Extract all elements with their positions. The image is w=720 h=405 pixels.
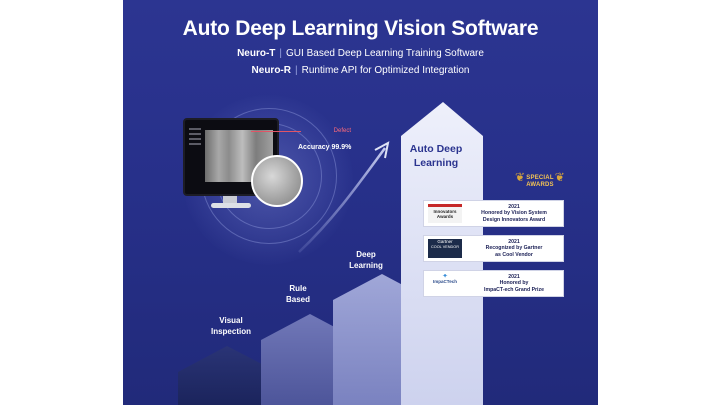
impactech-logo: ✦ImpaCTech [428, 274, 462, 293]
laurel-right-icon: ❦ [554, 170, 565, 184]
infographic-panel: Auto Deep Learning Vision Software Neuro… [123, 0, 598, 405]
neuro-t-name: Neuro-T [237, 48, 276, 59]
growth-arrowhead [374, 141, 390, 159]
magnifier-zoom [251, 155, 303, 207]
neuro-r-line: Neuro-R|Runtime API for Optimized Integr… [123, 65, 598, 76]
defect-label: Defect [333, 128, 351, 134]
monitor-stand [223, 196, 237, 204]
defect-pointer-line [251, 131, 301, 132]
accuracy-label: Accuracy 99.9% [298, 144, 352, 151]
impactech-mark-icon: ✦ [442, 274, 448, 280]
separator: | [279, 48, 283, 59]
software-sidebar [189, 128, 201, 148]
monitor-base [211, 203, 251, 208]
laurel-left-icon: ❦ [515, 170, 526, 184]
growth-steps-graphic [178, 102, 483, 405]
neuro-t-description: GUI Based Deep Learning Training Softwar… [286, 48, 484, 59]
step-visual-inspection [178, 346, 277, 405]
neuro-r-name: Neuro-R [251, 65, 291, 76]
separator: | [294, 65, 298, 76]
neuro-r-description: Runtime API for Optimized Integration [301, 65, 470, 76]
growth-arrow [298, 147, 387, 253]
neuro-t-line: Neuro-T|GUI Based Deep Learning Training… [123, 48, 598, 59]
page-title: Auto Deep Learning Vision Software [182, 17, 539, 40]
